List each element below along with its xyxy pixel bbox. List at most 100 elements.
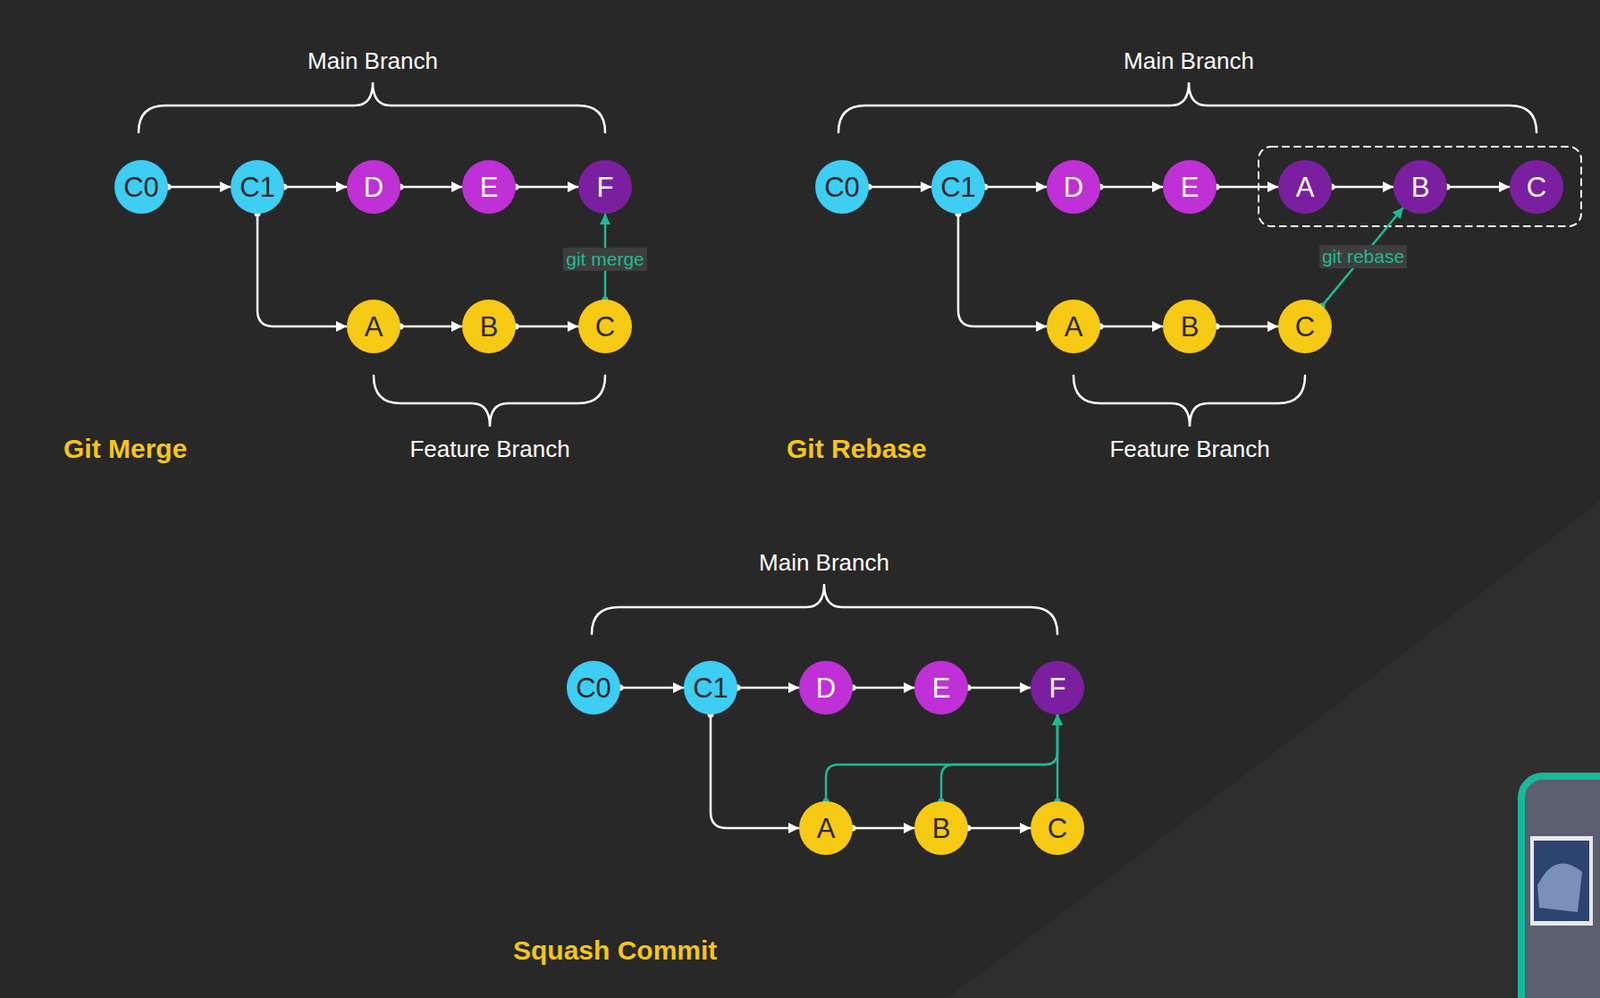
commit-circle: F — [578, 160, 632, 214]
commit-label: C1 — [692, 673, 729, 702]
commit-circle: A — [799, 800, 853, 855]
panel-title: Git Merge — [63, 432, 187, 465]
commit-label: E — [480, 173, 499, 202]
feature-branch-bracket — [373, 375, 606, 427]
commit-label: A — [1296, 173, 1315, 202]
commit-label: F — [1049, 673, 1067, 702]
commit-circle: C — [1509, 160, 1564, 214]
commit-arrow — [257, 213, 347, 327]
commit-circle: E — [462, 160, 516, 214]
commit-circle: C — [1278, 299, 1332, 354]
commit-label: B — [1180, 312, 1200, 341]
edge-label: git rebase — [1319, 244, 1407, 269]
commit-label: B — [932, 814, 952, 843]
merge-connector — [941, 714, 1058, 801]
commit-arrow — [400, 185, 463, 189]
commit-arrow — [985, 185, 1047, 189]
commit-circle: D — [799, 660, 853, 715]
commit-arrow — [968, 686, 1031, 690]
commit-arrow — [852, 826, 915, 830]
commit-arrow — [1216, 185, 1279, 189]
branch-label: Main Branch — [758, 547, 890, 577]
panel-title: Git Rebase — [786, 432, 927, 465]
commit-arrow — [968, 826, 1031, 830]
panel-title: Squash Commit — [513, 934, 717, 967]
commit-label: C0 — [123, 173, 160, 202]
main-branch-bracket — [138, 82, 606, 133]
commit-label: D — [363, 173, 384, 202]
commit-arrow — [1447, 185, 1510, 189]
commit-circle: C1 — [230, 160, 285, 214]
panel-background — [488, 523, 1165, 984]
commit-circle: D — [346, 160, 401, 214]
commit-label: C1 — [940, 173, 977, 202]
commit-label: E — [1180, 173, 1200, 202]
commit-arrow — [958, 213, 1047, 327]
commit-arrow — [284, 185, 347, 189]
strategy-panel: Squash Commit C0 C1 D E F A B C — [488, 523, 1165, 984]
feature-branch-bracket — [1073, 375, 1306, 427]
commit-arrow — [400, 325, 463, 329]
commit-label: C1 — [239, 173, 276, 202]
commit-arrow — [710, 714, 800, 828]
commit-label: B — [480, 312, 499, 341]
branch-label: Feature Branch — [409, 434, 570, 464]
merge-connector — [1056, 714, 1060, 801]
commit-circle: A — [1046, 299, 1101, 354]
commit-arrow — [168, 185, 231, 189]
branch-label: Feature Branch — [1109, 434, 1270, 464]
commit-circle: D — [1046, 160, 1101, 214]
commit-circle: E — [1162, 160, 1217, 214]
commit-label: C0 — [824, 173, 860, 202]
commit-circle: C0 — [114, 160, 169, 214]
commit-circle: A — [346, 299, 401, 354]
main-branch-bracket — [838, 82, 1537, 133]
commit-circle: E — [914, 660, 969, 715]
webcam-picture-detail — [1537, 862, 1583, 912]
webcam-frame — [1521, 775, 1600, 998]
rebased-commits-box — [1258, 146, 1582, 227]
commit-label: C — [1526, 173, 1547, 202]
commit-label: C — [1295, 312, 1315, 341]
commit-arrow — [620, 686, 684, 690]
edge-label: git merge — [563, 247, 648, 271]
branch-label: Main Branch — [1123, 46, 1255, 76]
commit-circle: C1 — [931, 160, 986, 214]
commit-label: D — [816, 673, 836, 702]
commit-label: C — [595, 312, 615, 341]
branch-label: Main Branch — [307, 46, 438, 76]
commit-label: F — [597, 173, 615, 202]
main-branch-bracket — [591, 583, 1058, 634]
commit-arrow — [1216, 325, 1279, 329]
commit-arrow — [737, 686, 800, 690]
commit-label: D — [1063, 173, 1084, 202]
commit-label: A — [1064, 312, 1084, 341]
commit-circle: B — [1162, 299, 1217, 354]
commit-circle: A — [1278, 160, 1332, 214]
webcam-picture — [1533, 840, 1590, 921]
commit-arrow — [515, 325, 579, 329]
commit-circle: C — [1030, 800, 1085, 855]
commit-label: C0 — [575, 673, 612, 702]
commit-arrow — [1100, 185, 1163, 189]
commit-arrow — [852, 686, 915, 690]
commit-circle: C1 — [683, 660, 738, 715]
webcam-picture-frame — [1530, 835, 1593, 926]
commit-arrow — [515, 185, 579, 189]
panel-background — [756, 22, 1600, 483]
commit-circle: B — [462, 299, 516, 354]
commit-arrow — [1100, 325, 1163, 329]
commit-arrow — [1331, 185, 1394, 189]
strategy-panel: Git Rebase C0 C1 D E A B C A B C — [756, 22, 1600, 483]
commit-label: A — [364, 312, 384, 341]
commit-label: A — [816, 814, 836, 843]
commit-label: E — [932, 673, 952, 702]
background-swoosh — [947, 500, 1600, 998]
commit-circle: B — [914, 800, 969, 855]
merge-connector — [825, 714, 1058, 801]
commit-circle: F — [1030, 660, 1085, 715]
commit-arrow — [868, 185, 932, 189]
commit-label: C — [1047, 814, 1068, 843]
commit-label: B — [1411, 173, 1431, 202]
